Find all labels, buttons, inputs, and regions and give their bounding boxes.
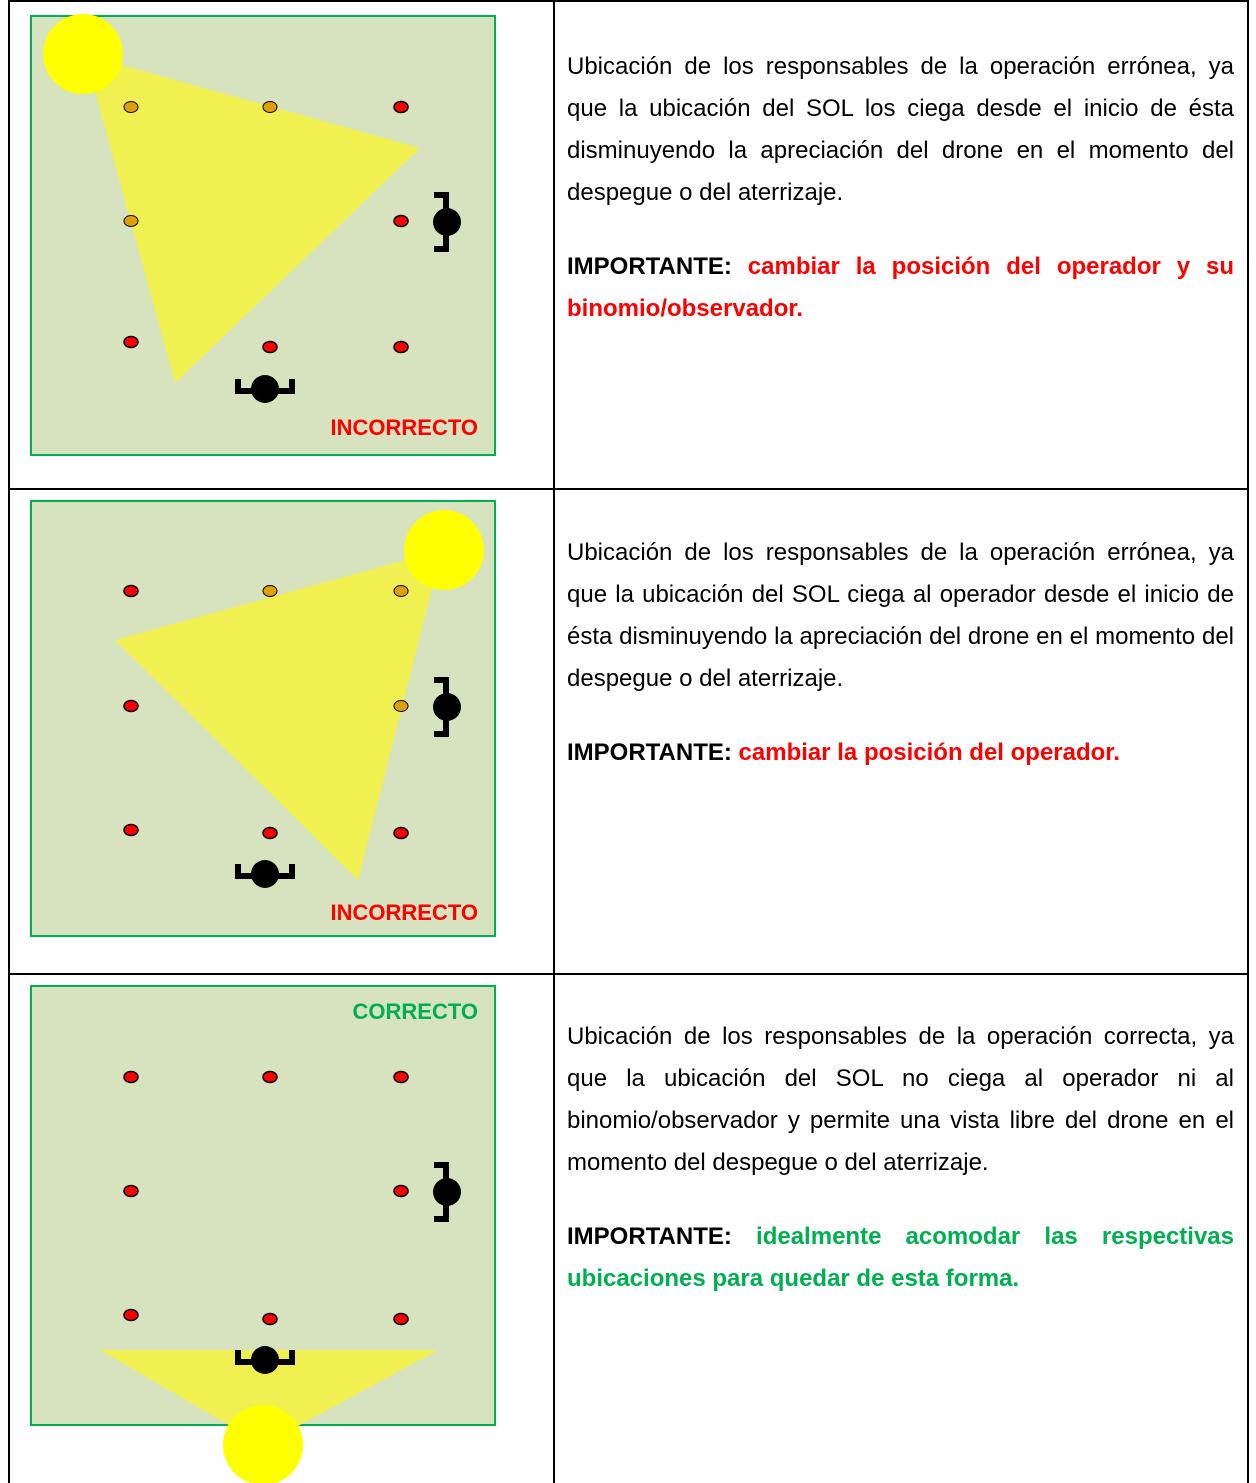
text-cell-row-3: Ubicación de los responsables de la oper… (567, 1016, 1234, 1300)
important-text: idealmente acomodar las respectivas ubic… (567, 1223, 1235, 1292)
important-note: IMPORTANTE: idealmente acomodar las resp… (567, 1216, 1234, 1300)
important-label: IMPORTANTE: (567, 739, 732, 766)
landing-markers (123, 1070, 409, 1326)
column-divider (553, 0, 555, 1483)
observer-icon (433, 192, 461, 252)
table (8, 0, 1249, 1483)
operator-icon (235, 1346, 295, 1374)
sun-icon (43, 14, 123, 94)
description: Ubicación de los responsables de la oper… (567, 539, 1234, 692)
row-divider (8, 488, 1249, 490)
important-text: cambiar la posición del operador. (738, 739, 1120, 766)
operator-icon (235, 860, 295, 888)
observer-icon (433, 1162, 461, 1222)
important-label: IMPORTANTE: (567, 253, 732, 280)
important-note: IMPORTANTE: cambiar la posición del oper… (567, 246, 1234, 330)
important-note: IMPORTANTE: cambiar la posición del oper… (567, 732, 1234, 774)
diagram-row-1: INCORRECTO (30, 14, 496, 456)
text-cell-row-2: Ubicación de los responsables de la oper… (567, 532, 1234, 774)
sun-icon (223, 1405, 303, 1483)
description: Ubicación de los responsables de la oper… (567, 53, 1234, 206)
glare-cone (85, 55, 420, 383)
important-text: cambiar la posición del operador y su bi… (567, 253, 1234, 322)
important-label: IMPORTANTE: (567, 1223, 732, 1250)
operator-icon (235, 375, 295, 403)
glare-cone (115, 550, 442, 880)
description: Ubicación de los responsables de la oper… (567, 1023, 1234, 1176)
status-label: INCORRECTO (331, 900, 479, 925)
landing-markers (123, 584, 409, 840)
diagram-row-2: INCORRECTO (30, 500, 496, 937)
table-border-top (8, 0, 1249, 2)
observer-icon (433, 677, 461, 737)
text-cell-row-1: Ubicación de los responsables de la oper… (567, 46, 1234, 330)
landing-markers (123, 100, 409, 354)
status-label: CORRECTO (353, 999, 479, 1024)
sun-icon (404, 510, 484, 590)
diagram-row-3: CORRECTO (30, 985, 496, 1483)
status-label: INCORRECTO (331, 415, 479, 440)
row-divider (8, 973, 1249, 975)
glare-cone (100, 1350, 438, 1445)
